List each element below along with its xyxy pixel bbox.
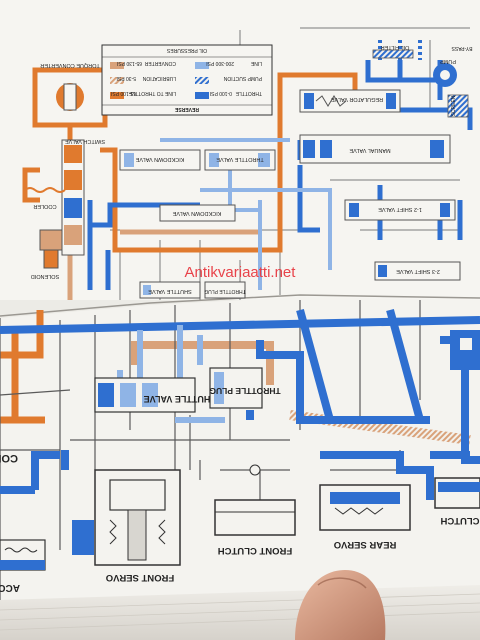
throttle-lines-lower: [117, 325, 225, 423]
rear-servo-label: REAR SERVO: [334, 539, 397, 550]
torque-converter: [32, 67, 108, 128]
swatch-converter: [110, 92, 124, 99]
legend: [101, 44, 273, 116]
throttle-plug-top-label: THROTTLE PLUG: [204, 288, 246, 294]
accumulator: [0, 539, 46, 571]
throttle-valve-top: [204, 149, 276, 171]
kickdown-valve-2-label: KICKDOWN VALVE: [172, 210, 221, 216]
bypass-label: BY-PASS: [451, 45, 473, 51]
shuttle-valve-top: [139, 281, 201, 299]
converter-lines-lower: [0, 310, 45, 424]
swatch-throttle: [195, 62, 209, 69]
front-servo-label: FRONT SERVO: [106, 572, 174, 583]
pump-label: PUMP: [440, 58, 456, 64]
legend-value-throttle: 0-100 PSI: [210, 90, 232, 96]
front-clutch: [214, 464, 296, 536]
kickdown-valve-label: KICKDOWN VALVE: [135, 156, 184, 162]
pump: [433, 63, 457, 87]
page-fold: [0, 294, 480, 317]
screen-label: SCREEN: [451, 95, 457, 116]
torque-converter-label: TORQUE CONVERTER: [40, 62, 99, 68]
rear-servo: [319, 484, 411, 531]
legend-label-line: LINE: [250, 60, 262, 66]
legend-value-line: 200-300 PSI: [206, 60, 234, 66]
page-edges: [0, 593, 480, 631]
clutch-label: CLUTCH: [440, 515, 479, 526]
throttle-plug-top: [204, 281, 246, 299]
throttle-plug-label: THROTTLE PLUG: [209, 386, 281, 396]
oil-filter: [372, 49, 414, 59]
kickdown-valve: [119, 149, 201, 171]
converter-control-label: CONVERTER CONTROL: [0, 452, 18, 464]
shift-valve-23-label: 2-3 SHIFT VALVE: [396, 268, 440, 274]
regulator-valve-label: REGULATOR VALVE: [331, 96, 383, 102]
shift-valve-12-label: 1-2 SHIFT VALVE: [378, 206, 422, 212]
thumb: [295, 570, 386, 640]
cooler-label: COOLER: [33, 203, 56, 209]
screen: [447, 94, 469, 118]
swatch-line: [195, 92, 209, 99]
throttle-plug: [209, 367, 263, 409]
legend-subtitle: OIL PRESSURES: [166, 47, 207, 53]
oil-filter-label: OIL FILTER: [381, 44, 410, 50]
line-pressure-lower: [0, 308, 480, 500]
watermark: Antikvariaatti.net: [185, 264, 297, 281]
legend-label-suction: PUMP SUCTION: [223, 75, 262, 81]
legend-label-converter: CONVERTER: [144, 60, 176, 66]
solenoid-label: SOLENOID: [31, 273, 59, 279]
swatch-suction: [195, 77, 209, 84]
accumulator-label: ACCUMULATOR: [0, 582, 20, 593]
shuttle-valve: [94, 377, 196, 413]
regulator-valve: [299, 89, 401, 113]
legend-value-lubrication: 5-30 PSI: [117, 75, 136, 81]
front-clutch-label: FRONT CLUTCH: [218, 545, 293, 556]
legend-label-lubrication: LUBRICATION: [142, 75, 176, 81]
legend-value-converter: 65-130 PSI: [117, 60, 142, 66]
valve-port: [460, 338, 472, 350]
manual-valve-label: MANUAL VALVE: [349, 147, 390, 153]
front-servo: [72, 469, 181, 566]
solenoid: [39, 229, 63, 269]
shuttle-valve-label: SHUTTLE VALVE: [144, 394, 217, 404]
legend-value-line-to-throttle: 65-100 PSI: [111, 90, 136, 96]
cooler: [24, 187, 66, 193]
manual-valve: [299, 134, 451, 164]
throttle-valve-top-label: THROTTLE VALVE: [216, 156, 264, 162]
swatch-line-to-throttle: [110, 62, 124, 69]
kickdown-valve-2: [159, 204, 236, 222]
shift-valve-23: [374, 261, 461, 281]
swatch-lubrication: [110, 77, 124, 84]
switch-valve-label: SWITCH VALVE: [65, 138, 105, 144]
legend-label-line-to-throttle: LINE TO THROTTLE: [128, 90, 176, 96]
shift-valve-12: [344, 199, 456, 221]
legend-title: REVERSE: [174, 106, 199, 112]
legend-label-throttle: THROTTLE: [235, 90, 262, 96]
clutch: [434, 477, 480, 509]
switch-valve: [61, 139, 85, 256]
shuttle-valve-top-label: SHUTTLE VALVE: [148, 288, 192, 294]
